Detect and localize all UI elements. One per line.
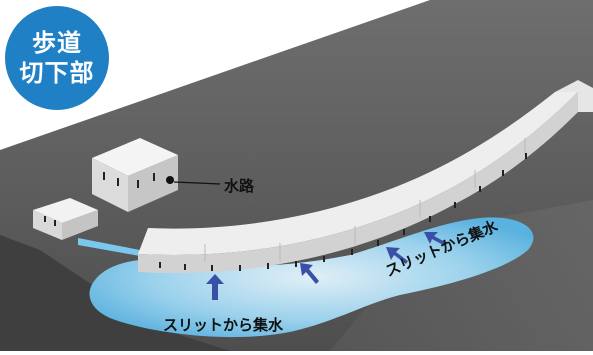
curved-curb-front — [138, 92, 578, 273]
curb-slits — [159, 153, 527, 271]
waterway-label: 水路 — [224, 177, 255, 195]
left-curb-front — [33, 210, 62, 240]
drain-outlet — [166, 176, 174, 184]
section-badge: 歩道 切下部 — [5, 6, 109, 110]
curb-joints — [204, 138, 526, 262]
slit-collection-label: スリットから集水 — [163, 316, 284, 334]
callout-leader — [173, 181, 221, 185]
curb-end-cap — [555, 80, 593, 112]
flow-arrow — [386, 247, 408, 264]
drain-box-top — [92, 138, 178, 176]
left-curb-top — [33, 198, 98, 223]
curved-curb-top — [138, 92, 578, 255]
flow-arrow — [424, 232, 447, 246]
flow-arrow — [300, 263, 319, 284]
badge-line-2: 切下部 — [19, 59, 95, 87]
drain-box-side — [128, 155, 178, 212]
badge-line-1: 歩道 — [32, 29, 82, 57]
left-curb-side — [62, 210, 98, 240]
flow-arrow — [206, 274, 224, 300]
drain-box-slits — [103, 172, 155, 188]
flow-channel — [78, 238, 140, 256]
road-side-face — [0, 235, 230, 351]
left-curb-slits — [44, 216, 56, 226]
flow-arrows — [206, 232, 447, 300]
drain-box-front — [92, 158, 128, 212]
